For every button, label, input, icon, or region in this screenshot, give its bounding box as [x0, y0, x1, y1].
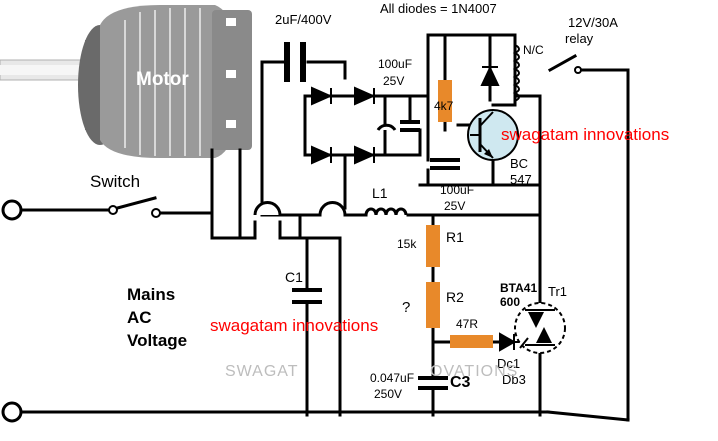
diac-type: Db3	[502, 372, 526, 387]
resistor-r2-value: ?	[402, 299, 410, 316]
capacitor-c3-value-2: 250V	[374, 387, 402, 401]
capacitor-100uf-top-voltage: 25V	[383, 74, 404, 88]
relay-contact	[574, 66, 582, 74]
wires	[20, 33, 630, 422]
relay-spec-1: 12V/30A	[568, 15, 618, 30]
switch-label: Switch	[90, 172, 140, 191]
relay-diode	[480, 65, 500, 86]
input-terminal-bottom	[1, 401, 23, 423]
watermark-middle: swagatam innovations	[210, 316, 378, 335]
capacitor-2uf-label: 2uF/400V	[275, 12, 332, 27]
resistor-r1	[426, 225, 440, 267]
relay-nc-label: N/C	[523, 43, 544, 57]
wire-crossovers	[253, 123, 397, 216]
motor-label: Motor	[136, 69, 189, 90]
diodes-note: All diodes = 1N4007	[380, 1, 497, 16]
relay-coil	[512, 44, 520, 102]
triac-ref: Tr1	[548, 284, 567, 299]
capacitor-100uf-top-value: 100uF	[378, 57, 412, 71]
resistor-4k7-label: 4k7	[434, 99, 454, 113]
resistor-r2	[426, 282, 440, 328]
capacitor-100uf-bottom-value: 100uF	[440, 183, 474, 197]
capacitor-c3-value-1: 0.047uF	[370, 371, 414, 385]
resistor-r1-value: 15k	[397, 237, 417, 251]
faint-watermark-2: OVATIONS	[430, 363, 518, 380]
triac-tr1	[514, 302, 566, 354]
capacitor-c3	[418, 376, 448, 390]
motor: Motor	[0, 5, 252, 158]
capacitor-c1	[292, 288, 322, 304]
relay-spec-2: relay	[565, 31, 594, 46]
switch-contact-a	[108, 205, 118, 215]
transistor-label-2: 547	[510, 172, 532, 187]
triac-type-2: 600	[500, 295, 520, 309]
capacitor-100uf-top	[400, 120, 420, 132]
inductor-l1	[364, 207, 408, 216]
transistor-label-1: BC	[510, 156, 528, 171]
resistor-47r	[450, 335, 493, 348]
mains-label-3: Voltage	[127, 331, 187, 350]
resistor-47r-label: 47R	[456, 317, 478, 331]
faint-watermark-1: SWAGAT	[225, 363, 299, 380]
mains-label-1: Mains	[127, 285, 175, 304]
capacitor-2uf	[284, 42, 306, 82]
capacitor-c3-label: C3	[450, 374, 471, 391]
mains-label-2: AC	[127, 308, 152, 327]
inductor-l1-label: L1	[372, 185, 388, 201]
capacitor-c1-label: C1	[285, 269, 303, 285]
bridge-diodes	[311, 86, 376, 165]
resistor-r2-label: R2	[446, 289, 464, 305]
watermark-top: swagatam innovations	[501, 125, 669, 144]
triac-type-1: BTA41	[500, 281, 537, 295]
transistor-bc547	[467, 109, 519, 161]
resistor-4k7	[438, 80, 452, 122]
switch-contact-b	[151, 208, 161, 218]
capacitor-100uf-bottom	[430, 158, 460, 170]
diac-ref: Dc1	[497, 356, 520, 371]
input-terminal-top	[1, 199, 23, 221]
resistor-r1-label: R1	[446, 229, 464, 245]
capacitor-100uf-bottom-voltage: 25V	[444, 199, 465, 213]
